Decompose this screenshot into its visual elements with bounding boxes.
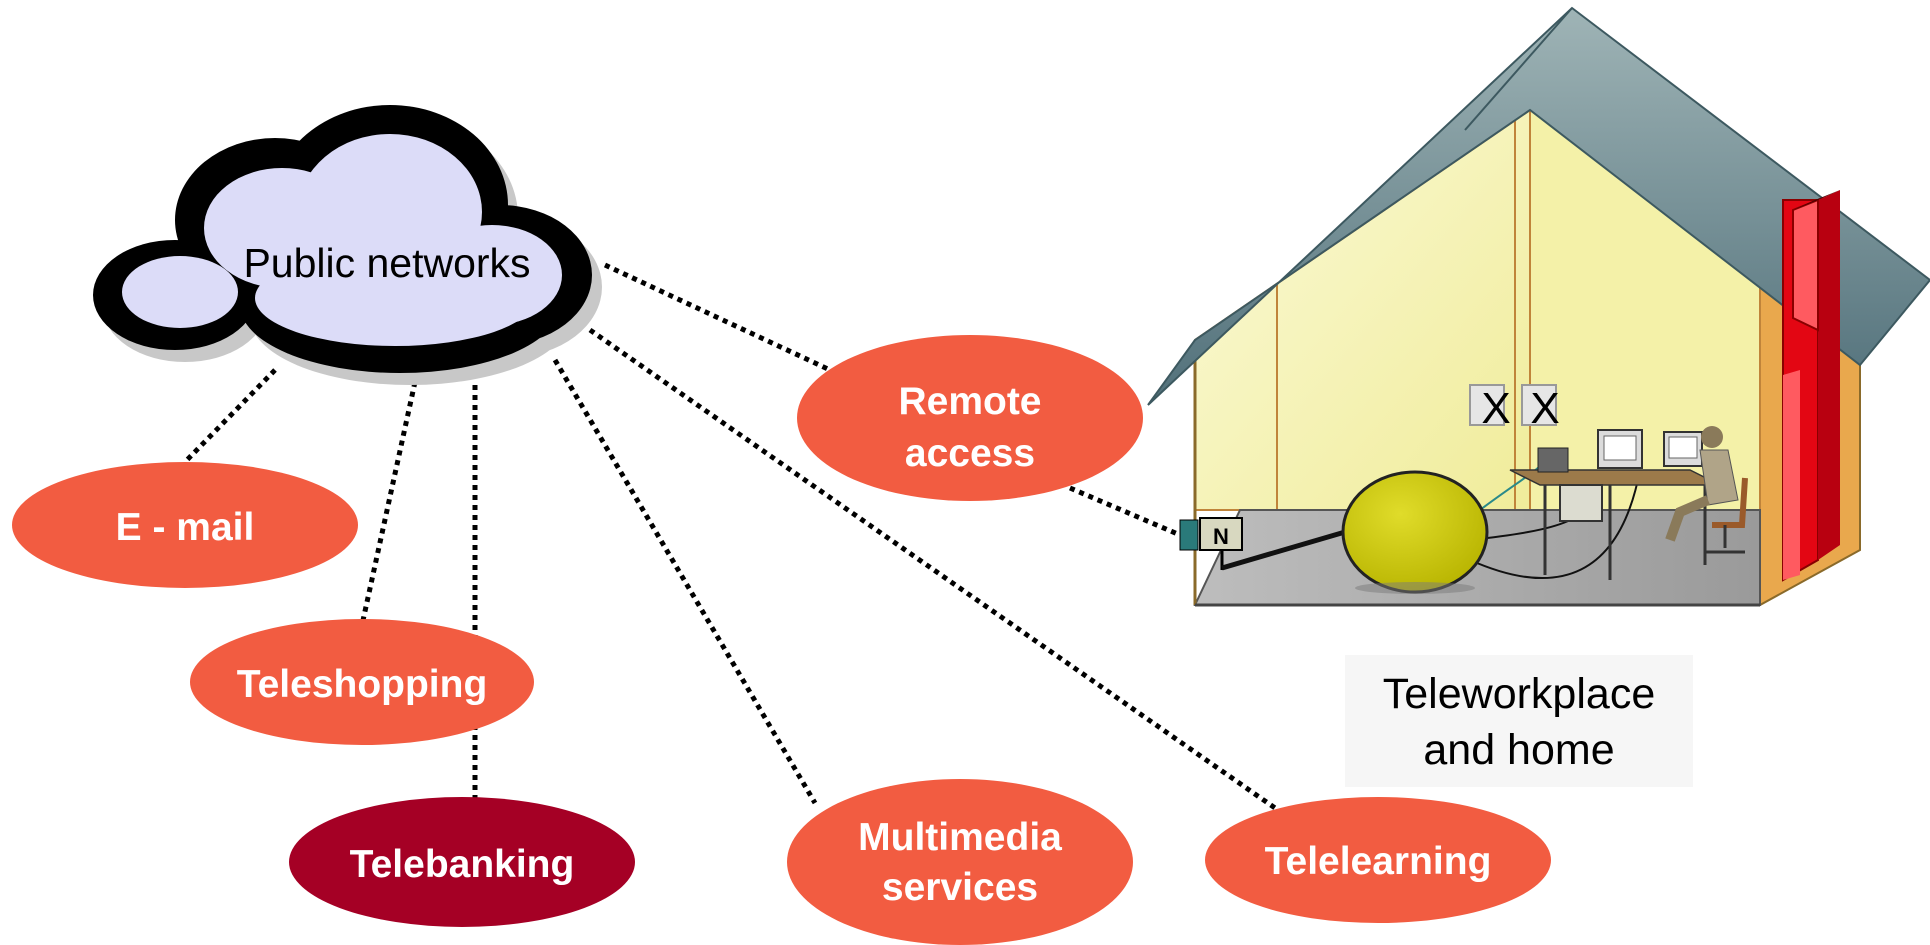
service-remote-access: Remote access bbox=[797, 335, 1143, 501]
service-telelearning: Telelearning bbox=[1205, 797, 1551, 923]
service-remote-access-label-2: access bbox=[905, 432, 1035, 475]
house-caption-line2: and home bbox=[1423, 726, 1614, 774]
svg-text:X: X bbox=[1530, 384, 1559, 433]
link-email bbox=[183, 368, 277, 464]
teleworker-figure bbox=[1665, 426, 1748, 554]
desk-workstation bbox=[1509, 429, 1721, 580]
service-telelearning-label: Telelearning bbox=[1265, 840, 1492, 883]
svg-text:X: X bbox=[1481, 384, 1510, 433]
ntu-label: N bbox=[1213, 524, 1229, 549]
service-teleshopping-label: Teleshopping bbox=[237, 663, 488, 706]
service-telebanking: Telebanking bbox=[289, 797, 635, 927]
link-house-entry bbox=[1069, 485, 1181, 538]
cloud-label: Public networks bbox=[243, 240, 530, 286]
service-telebanking-label: Telebanking bbox=[350, 843, 575, 886]
service-remote-access-label-1: Remote bbox=[898, 380, 1041, 423]
service-multimedia-label-2: services bbox=[882, 866, 1038, 909]
service-teleshopping: Teleshopping bbox=[190, 619, 534, 745]
link-multimedia bbox=[552, 358, 818, 805]
link-teleshopping bbox=[359, 381, 418, 626]
service-multimedia: Multimedia services bbox=[787, 779, 1133, 945]
service-multimedia-label-1: Multimedia bbox=[858, 816, 1062, 859]
wall-sockets: X X bbox=[1469, 384, 1560, 433]
house-illustration: X X N bbox=[1147, 6, 1930, 607]
service-email: E - mail bbox=[12, 462, 358, 588]
service-email-label: E - mail bbox=[116, 506, 255, 549]
public-networks-cloud: Public networks bbox=[93, 105, 602, 385]
house-caption-line1: Teleworkplace bbox=[1383, 670, 1655, 718]
chimney bbox=[1782, 190, 1840, 582]
link-remote-access bbox=[603, 262, 832, 373]
house-caption: Teleworkplace and home bbox=[1345, 655, 1693, 787]
